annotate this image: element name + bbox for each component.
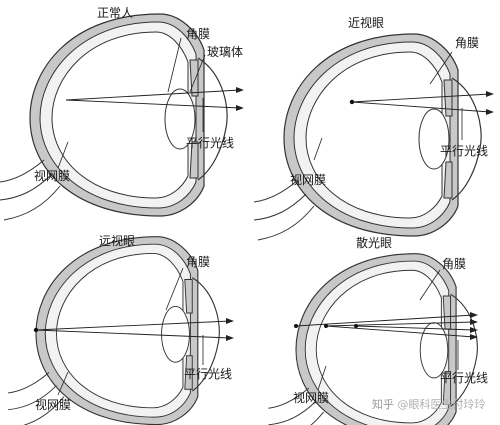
parallel-light-label: 平行光线 [440,144,488,158]
cornea-label: 角膜 [442,257,466,271]
light-rays [294,312,478,340]
panel-myopia: 近视眼 角膜 平行光线 视网膜 [253,15,494,241]
light-rays [349,91,494,115]
retina-leader [313,137,323,161]
eye-illustration [0,13,228,221]
retina-label: 视网膜 [35,397,71,412]
vitreous-leader [189,54,206,93]
retina-leader [57,141,69,169]
cornea-label: 角膜 [455,36,479,50]
cornea-leader [167,37,182,93]
panel-title: 正常人 [97,6,133,20]
parallel-light-label: 平行光线 [184,367,232,381]
panel-title: 远视眼 [99,233,135,248]
cornea-leader [165,267,184,311]
panel-title: 近视眼 [348,15,384,30]
cornea-label: 角膜 [186,27,210,41]
parallel-light-label: 平行光线 [186,136,234,150]
retina-label: 视网膜 [293,390,329,405]
light-rays [33,318,234,341]
retina-label: 视网膜 [290,172,326,187]
light-rays [65,87,244,111]
eye-illustration [253,33,482,241]
watermark: 知乎 @眼科医生付玲玲 [372,396,486,412]
focal-point [349,99,355,105]
retina-leader [57,371,69,396]
retina-leader [317,365,327,391]
vitreous-label: 玻璃体 [207,45,243,59]
panel-hyperopia: 远视眼 角膜 平行光线 视网膜 [7,233,234,425]
cornea-leader [429,51,453,85]
focal-point [294,324,298,328]
panel-astigmatism: 散光眼 角膜 平行光线 视网膜 [267,235,488,425]
focal-point [354,324,358,328]
cornea-leader [419,269,441,301]
watermark-prefix: 知乎 [372,398,394,411]
panel-title: 散光眼 [356,235,392,250]
focal-point [324,324,328,328]
panel-normal: 正常人 角膜 玻璃体 平行光线 视网膜 [0,6,244,221]
cornea-label: 角膜 [186,255,210,269]
parallel-light-label: 平行光线 [440,371,488,385]
watermark-handle: @眼科医生付玲玲 [397,398,486,411]
retina-label: 视网膜 [34,168,70,183]
focal-point [33,327,39,333]
